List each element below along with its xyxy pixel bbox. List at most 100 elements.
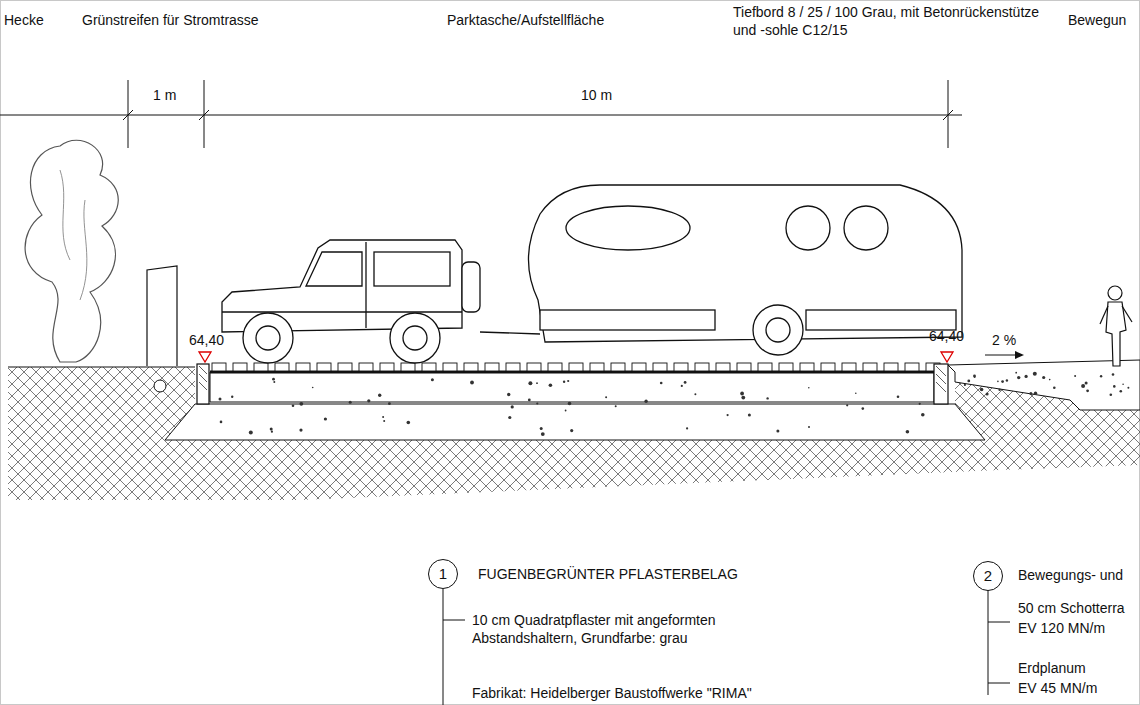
label: 64,40 — [929, 327, 964, 345]
gravel-dot — [1049, 379, 1051, 381]
gravel-dot — [1112, 373, 1115, 376]
gravel-dot — [349, 401, 352, 404]
label: 10 m — [581, 86, 612, 104]
gravel-dot — [1042, 376, 1045, 379]
gravel-dot — [1122, 384, 1124, 386]
gravel-dot — [967, 380, 970, 383]
label: Grünstreifen für Stromtrasse — [82, 11, 259, 29]
gravel-dot — [1017, 376, 1020, 379]
callout-circle: 1 — [428, 559, 458, 589]
paver — [569, 363, 583, 371]
label: EV 45 MN/m — [1018, 679, 1097, 697]
gravel-dot — [231, 396, 233, 398]
gravel-dots — [219, 372, 1130, 436]
gravel-dot — [378, 394, 381, 397]
cable-duct — [154, 380, 166, 392]
gravel-dot — [507, 393, 510, 396]
gravel-dot — [367, 399, 370, 402]
label: Tiefbord 8 / 25 / 100 Grau, mit Betonrüc… — [733, 3, 1043, 39]
gravel-dot — [1015, 372, 1017, 374]
gravel-dot — [382, 416, 384, 418]
gravel-dot — [766, 397, 768, 399]
hedge — [25, 140, 118, 362]
gravel-dot — [219, 397, 222, 400]
paver — [338, 363, 352, 371]
label: EV 120 MN/m — [1018, 619, 1105, 637]
gravel-dot — [508, 416, 511, 419]
gravel-dot — [1113, 385, 1116, 388]
paver-row — [212, 363, 940, 371]
gravel-dot — [986, 393, 989, 396]
label: 50 cm Schotterra — [1018, 599, 1125, 617]
paver — [737, 363, 751, 371]
paver — [632, 363, 646, 371]
gravel-dot — [220, 421, 223, 424]
gravel-dot — [541, 432, 545, 436]
label: 2 % — [992, 331, 1016, 349]
paver — [695, 363, 709, 371]
paver — [443, 363, 457, 371]
gravel-dot — [1053, 386, 1056, 389]
gravel-dot — [740, 392, 744, 396]
paver — [758, 363, 772, 371]
gravel-dot — [1100, 375, 1102, 377]
gravel-dot — [808, 387, 810, 389]
gravel-dot — [615, 405, 617, 407]
gravel-dot — [660, 382, 663, 385]
paver — [506, 363, 520, 371]
gravel-dot — [605, 396, 607, 398]
gravel-dot — [1029, 392, 1032, 395]
gravel-dot — [694, 393, 696, 395]
paver — [863, 363, 877, 371]
gravel-dot — [567, 380, 569, 382]
curb-left — [197, 364, 209, 404]
gravel-dot — [273, 381, 275, 383]
paver — [233, 363, 247, 371]
gravel-dot — [299, 429, 302, 432]
gravel-dot — [565, 410, 567, 412]
bedding-layer — [210, 372, 934, 402]
paver — [653, 363, 667, 371]
gravel-dot — [1034, 392, 1037, 395]
gravel-dot — [388, 402, 391, 405]
paver — [401, 363, 415, 371]
gravel-dot — [1074, 375, 1076, 377]
paver — [212, 363, 226, 371]
gravel-dot — [470, 381, 474, 385]
gravel-dot — [808, 426, 810, 428]
gravel-dot — [536, 402, 538, 404]
paver — [905, 363, 919, 371]
gravel-dot — [431, 378, 434, 381]
gravel-dot — [998, 389, 1000, 391]
post — [147, 266, 177, 366]
gravel-dot — [681, 385, 683, 387]
car — [222, 240, 540, 363]
gravel-dot — [271, 431, 273, 433]
gravel-dot — [536, 382, 538, 384]
paver — [674, 363, 688, 371]
gravel-dot — [528, 399, 531, 402]
gravel-dot — [964, 384, 966, 386]
callout-number: 1 — [439, 566, 447, 582]
gravel-dot — [324, 417, 327, 420]
paver — [422, 363, 436, 371]
paver — [548, 363, 562, 371]
gravel-dot — [980, 388, 984, 392]
gravel-dot — [906, 430, 910, 434]
gravel-dot — [1086, 389, 1089, 392]
gravel-dot — [1110, 394, 1113, 397]
paver — [800, 363, 814, 371]
gravel-dot — [855, 393, 857, 395]
label: FUGENBEGRÜNTER PFLASTERBELAG — [478, 565, 738, 583]
gravel-dot — [383, 420, 385, 422]
gravel-dot — [1033, 372, 1037, 376]
gravel-dot — [1085, 381, 1088, 384]
level-marker — [199, 352, 211, 362]
gravel-dot — [776, 430, 779, 433]
paver — [359, 363, 373, 371]
gravel-dot — [407, 421, 411, 425]
gravel-dot — [897, 396, 900, 399]
gravel-dot — [1127, 387, 1129, 389]
callout-leader — [443, 589, 1010, 705]
gravel-dot — [974, 376, 976, 378]
